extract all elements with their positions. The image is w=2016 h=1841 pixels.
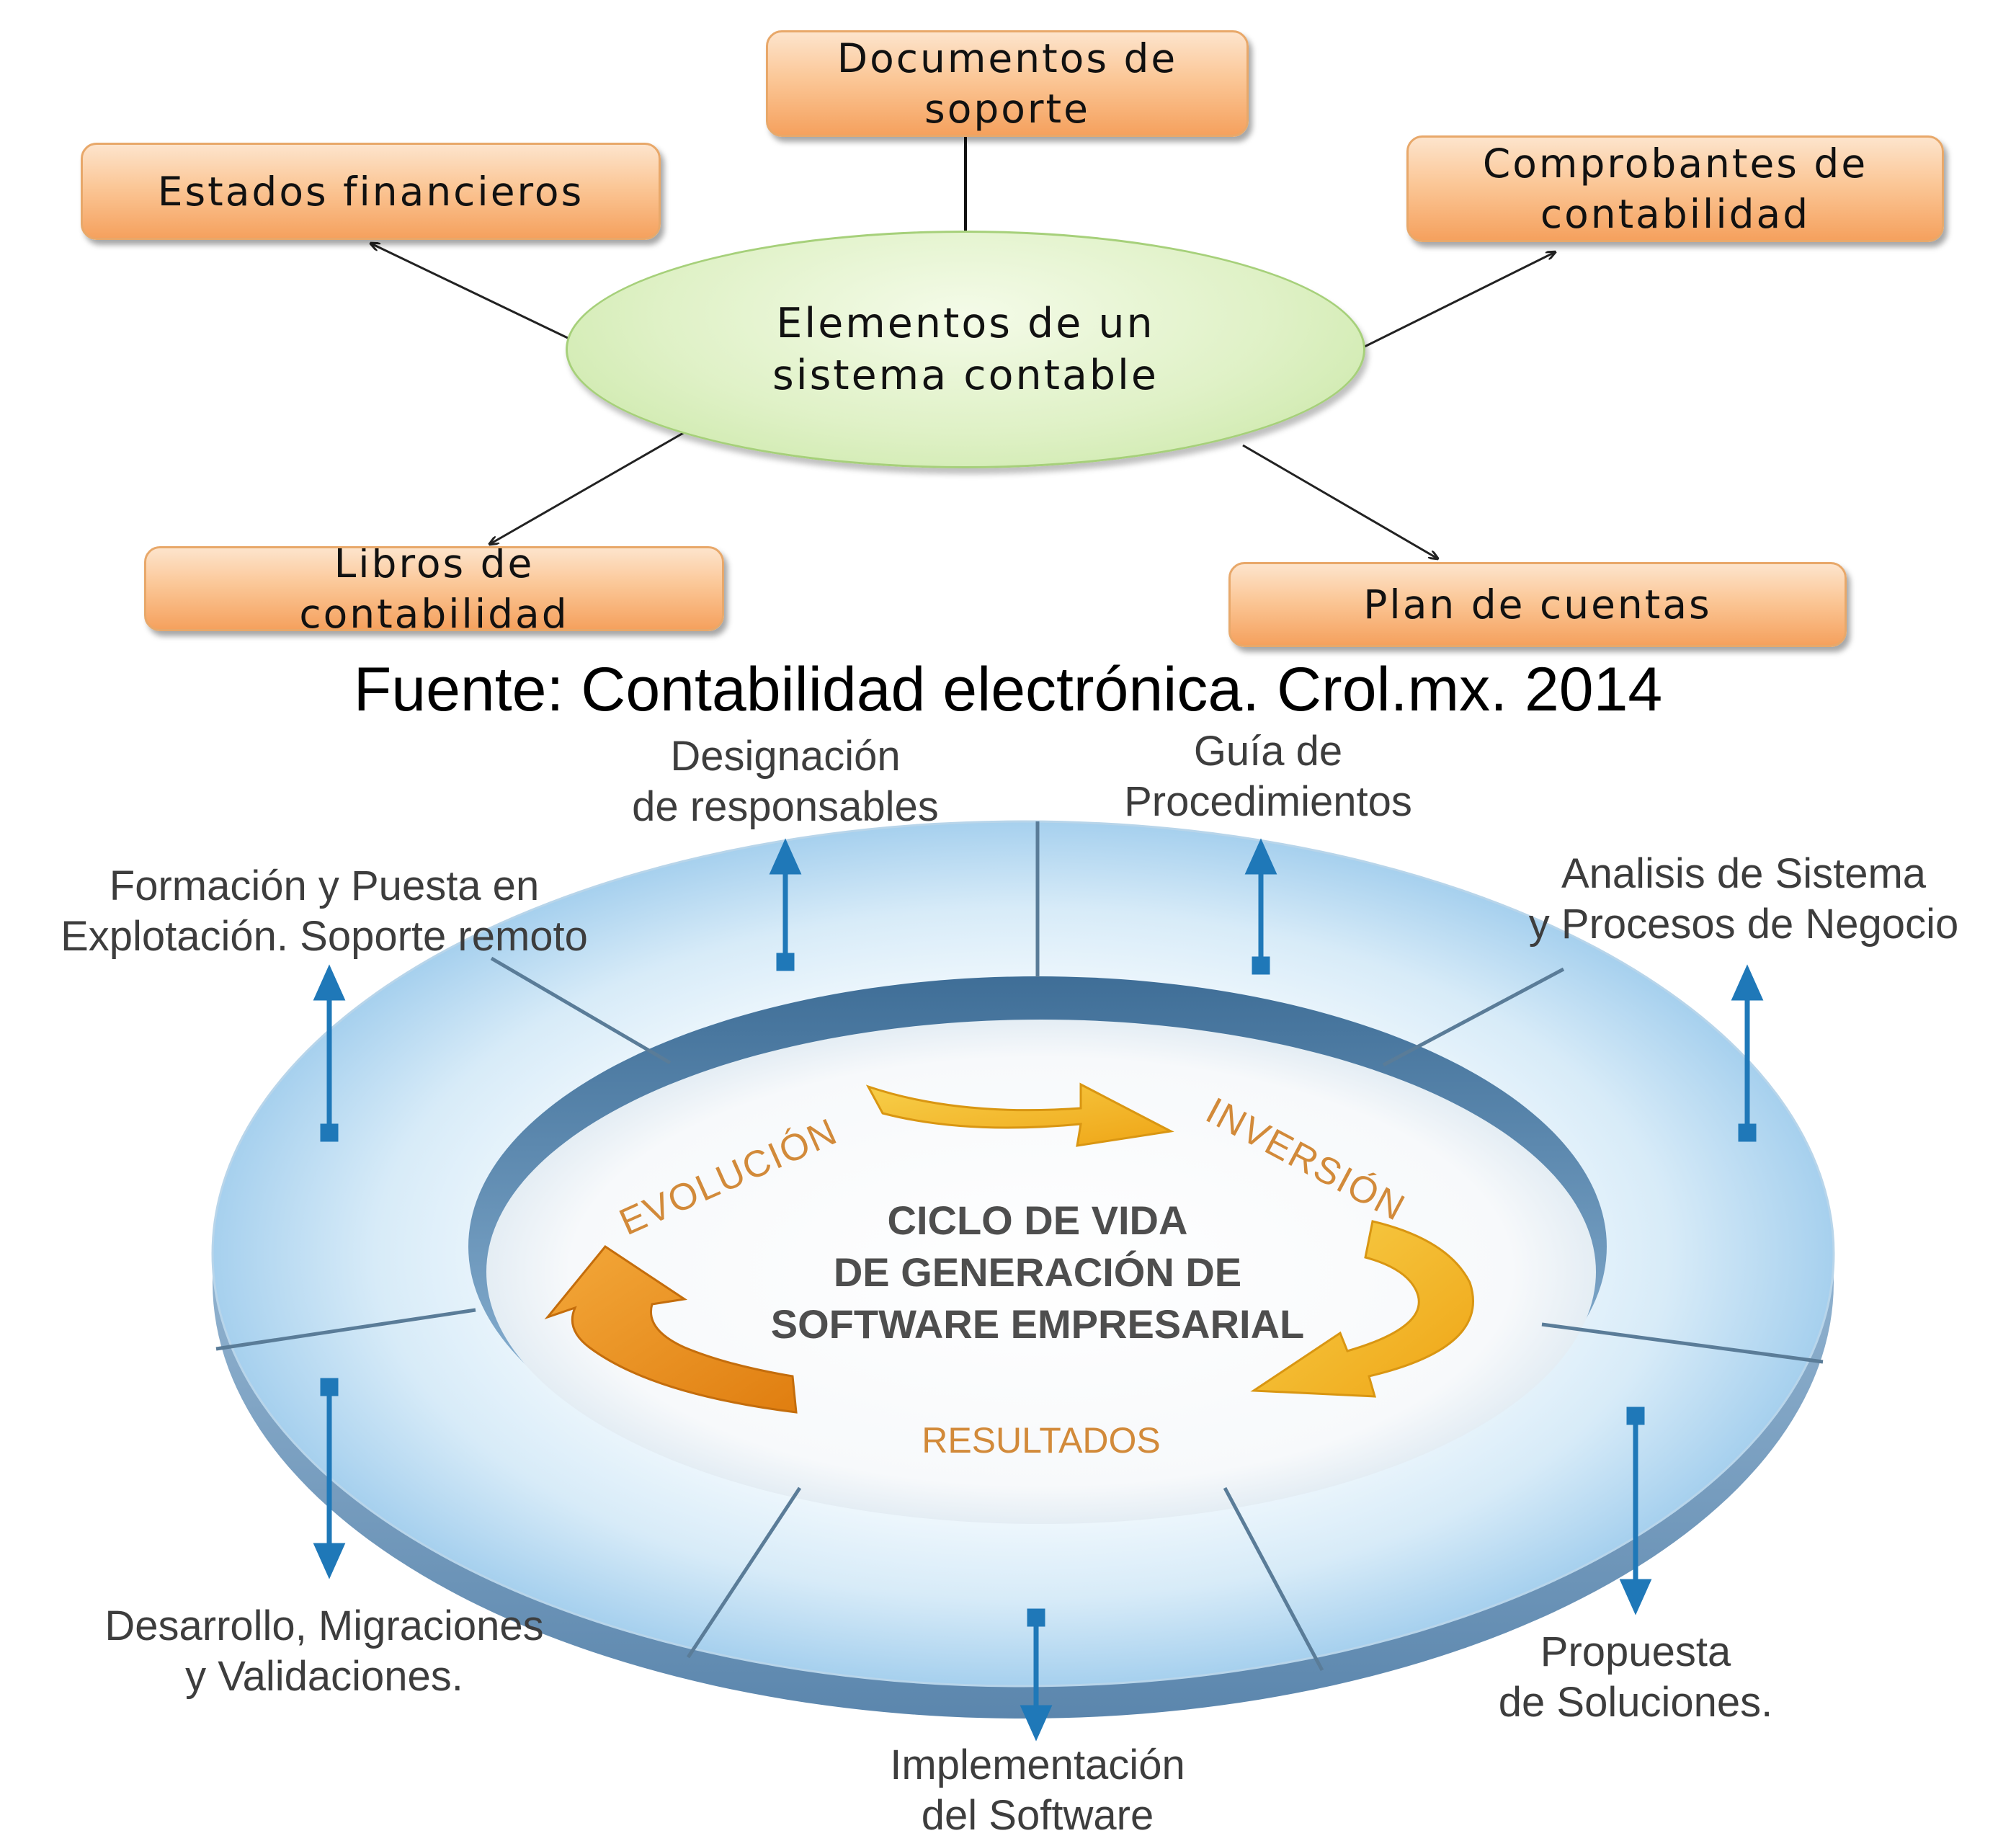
- arrow-down-implementacion: [1020, 1608, 1053, 1742]
- arrow-up-designacion: [769, 838, 802, 971]
- lifecycle-title-line1: CICLO DE VIDA: [888, 1198, 1188, 1243]
- arrow-to-libros: [490, 431, 685, 544]
- center-node-label: Elementos de un sistema contable: [772, 300, 1159, 399]
- node-comprobantes-de-contabilidad: Comprobantes de contabilidad: [1406, 135, 1944, 242]
- source-caption: Fuente: Contabilidad electrónica. Crol.m…: [353, 655, 1663, 724]
- arrow-up-formacion: [313, 964, 346, 1142]
- ring-segment-dividers: [215, 821, 1824, 1672]
- step-label-analisis: Analisis de Sistema y Procesos de Negoci…: [1528, 850, 1959, 948]
- node-libros-label: Libros de contabilidad: [299, 546, 569, 631]
- node-estados-label: Estados financieros: [157, 168, 584, 215]
- arrow-to-plan: [1242, 444, 1437, 558]
- arrow-up-analisis: [1731, 964, 1764, 1142]
- concept-map-connectors: [0, 137, 2016, 648]
- cycle-arrow-resultados-evolucion: [544, 1244, 798, 1414]
- step-label-guia: Guía de Procedimientos: [1124, 728, 1412, 825]
- node-estados-financieros: Estados financieros: [81, 143, 661, 240]
- node-libros-de-contabilidad: Libros de contabilidad: [144, 546, 724, 631]
- arrow-to-estados: [371, 244, 570, 340]
- node-plan-label: Plan de cuentas: [1363, 581, 1712, 628]
- arrow-down-desarrollo: [313, 1378, 346, 1579]
- cycle-arrow-evolucion-inversion: [865, 1082, 1174, 1147]
- node-documentos-de-soporte: Documentos de soporte: [766, 30, 1249, 137]
- node-plan-de-cuentas: Plan de cuentas: [1228, 562, 1847, 647]
- step-label-formacion: Formación y Puesta en Explotación. Sopor…: [61, 862, 588, 960]
- node-documentos-label: Documentos de soporte: [837, 35, 1178, 132]
- arrow-down-propuesta: [1619, 1407, 1652, 1615]
- lifecycle-title-line3: SOFTWARE EMPRESARIAL: [771, 1301, 1304, 1347]
- lifecycle-title-line2: DE GENERACIÓN DE: [834, 1249, 1241, 1295]
- step-label-implementacion: Implementación del Software: [890, 1742, 1185, 1839]
- phase-label-resultados: RESULTADOS: [922, 1420, 1161, 1461]
- cycle-arrow-inversion-resultados: [1250, 1220, 1474, 1398]
- step-label-designacion: Designación de responsables: [632, 733, 939, 830]
- center-node-sistema-contable: Elementos de un sistema contable: [566, 231, 1365, 468]
- step-arrows: [313, 838, 1764, 1742]
- node-comprobantes-label: Comprobantes de contabilidad: [1482, 141, 1868, 237]
- arrow-up-guia: [1244, 838, 1277, 975]
- step-label-desarrollo: Desarrollo, Migraciones y Validaciones.: [104, 1602, 544, 1700]
- step-label-propuesta: Propuesta de Soluciones.: [1498, 1628, 1773, 1726]
- arrow-to-comprobantes: [1362, 252, 1555, 349]
